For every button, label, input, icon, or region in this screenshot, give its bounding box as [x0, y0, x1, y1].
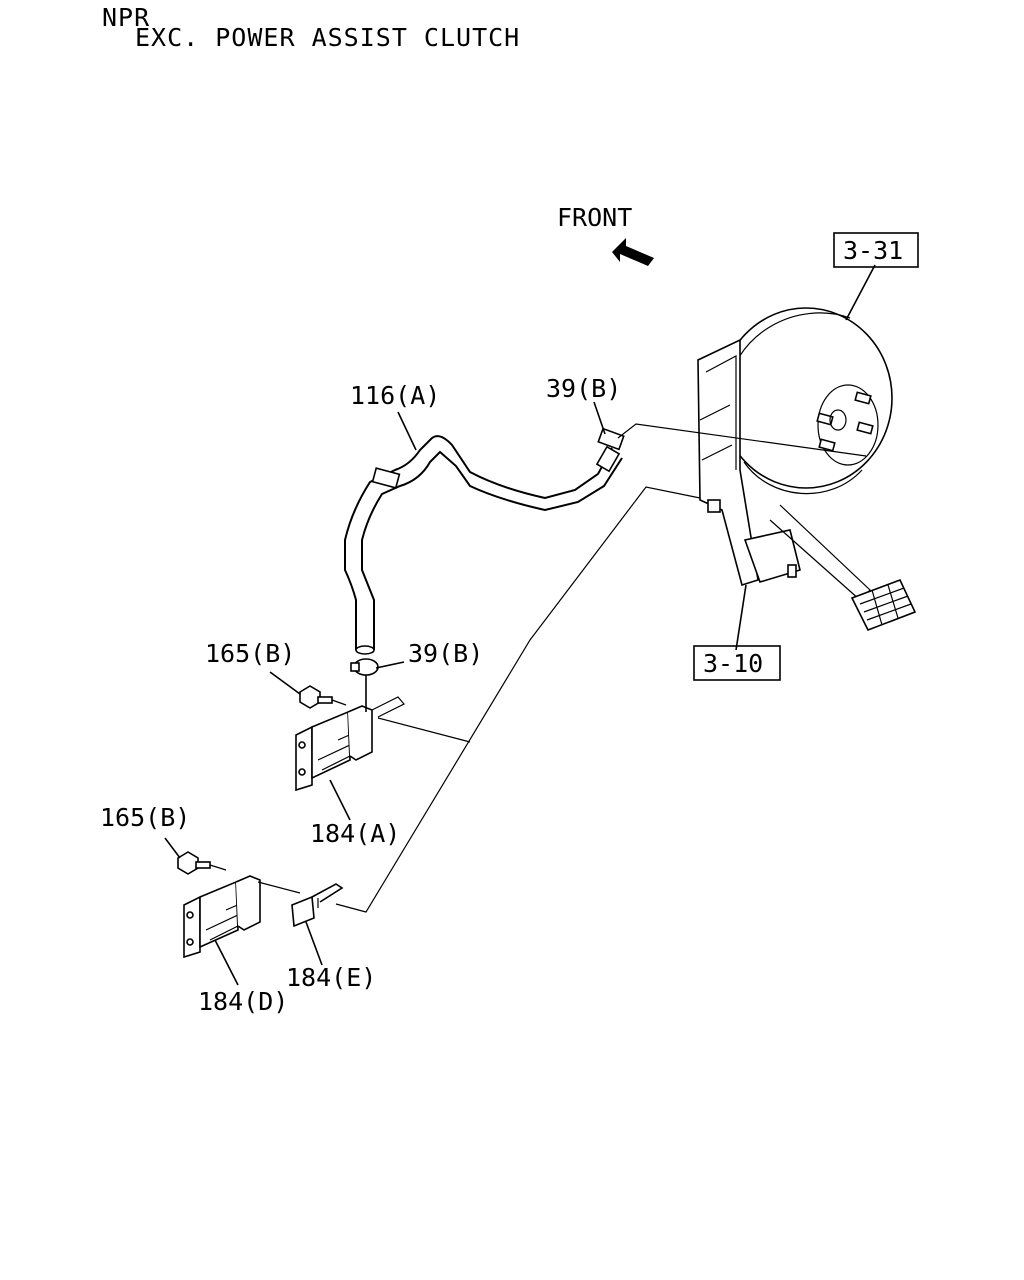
label-184d: 184(D): [198, 987, 288, 1016]
clip-184e: [291, 883, 344, 928]
clamp-39b-top: [597, 427, 625, 451]
stud-bolts: [816, 391, 874, 452]
model-title: NPR: [102, 3, 150, 32]
bolt-165b-lower: [177, 851, 211, 875]
bolt-165b-upper: [299, 685, 333, 709]
callout-3-31-text: 3-31: [843, 236, 903, 265]
booster-assembly: [719, 307, 893, 495]
label-39b-mid: 39(B): [408, 639, 483, 668]
callout-3-10-text: 3-10: [703, 649, 763, 678]
leader-lines: [164, 264, 876, 986]
bracket-184d: [183, 875, 261, 959]
callout-3-10[interactable]: 3-10: [693, 645, 781, 681]
clamp-39b-mid: [350, 658, 379, 676]
pedal-bracket-assembly: [697, 338, 917, 632]
label-165b-lower: 165(B): [100, 803, 190, 832]
front-label: FRONT: [557, 203, 632, 232]
hose-116a: [344, 435, 623, 655]
variant-subtitle: EXC. POWER ASSIST CLUTCH: [135, 23, 520, 52]
label-39b-top: 39(B): [546, 374, 621, 403]
front-arrow-icon: [612, 238, 654, 266]
label-165b-upper: 165(B): [205, 639, 295, 668]
callout-3-31[interactable]: 3-31: [833, 232, 919, 268]
label-184e: 184(E): [286, 963, 376, 992]
bracket-184a: [295, 696, 405, 792]
label-116a: 116(A): [350, 381, 440, 410]
label-184a: 184(A): [310, 819, 400, 848]
